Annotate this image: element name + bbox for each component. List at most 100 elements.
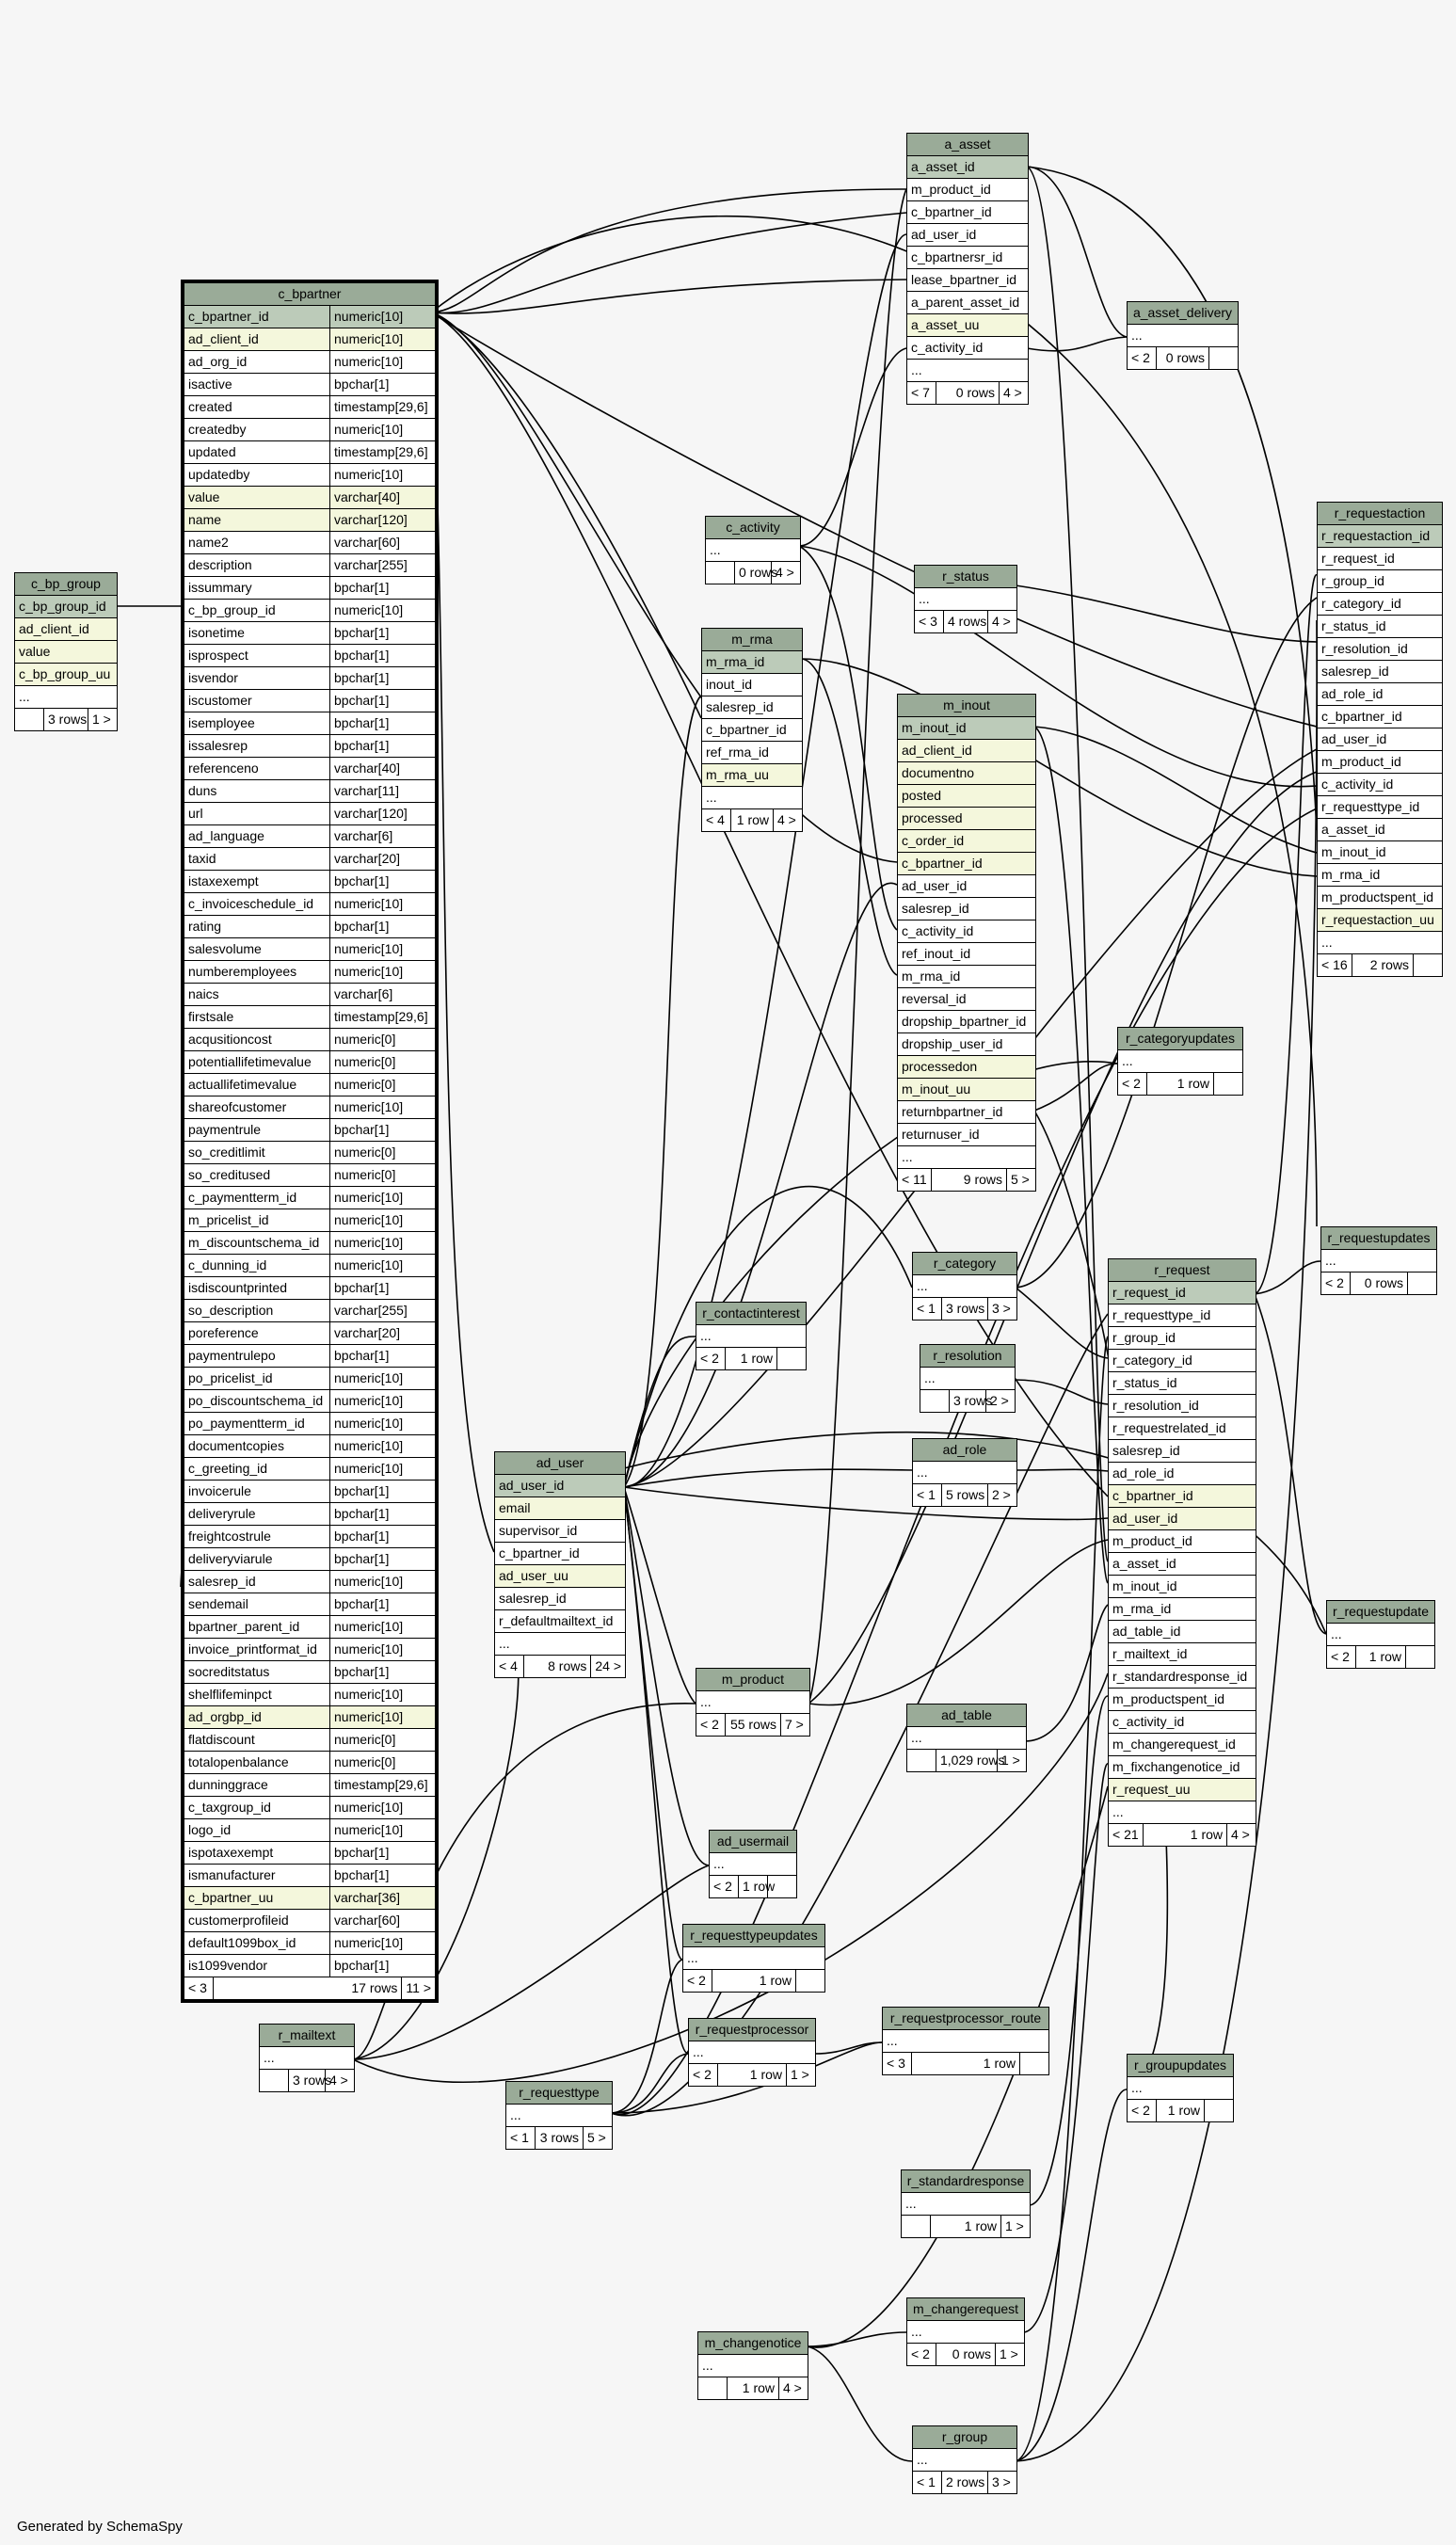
column-row[interactable]: ad_client_id (15, 618, 117, 641)
column-row[interactable]: ... (1318, 932, 1442, 954)
column-row[interactable]: a_asset_id (1109, 1553, 1256, 1576)
children-count[interactable]: 3 > (987, 2472, 1016, 2493)
column-row[interactable]: c_activity_id (898, 920, 1035, 943)
column-row[interactable]: value (15, 641, 117, 664)
column-row[interactable]: c_bpartner_id (702, 719, 802, 742)
column-row[interactable]: ... (898, 1146, 1035, 1169)
column-row[interactable]: c_bpartner_id (1318, 706, 1442, 728)
column-row[interactable]: ad_client_id (898, 740, 1035, 762)
column-row[interactable]: c_bpartner_id (1109, 1485, 1256, 1508)
column-row[interactable]: salesrep_id (702, 696, 802, 719)
children-count[interactable]: 4 > (999, 382, 1028, 404)
column-row[interactable]: c_activity_id (907, 337, 1028, 360)
column-row[interactable]: r_request_id (1109, 1282, 1256, 1305)
parents-count[interactable]: < 1 (917, 1487, 936, 1502)
column-row[interactable]: ... (683, 1947, 824, 1970)
row-count[interactable]: 55 rows (725, 1714, 780, 1736)
children-count[interactable]: 4 > (325, 2070, 354, 2091)
row-count[interactable]: 1 row (1142, 1824, 1226, 1846)
parents-count[interactable]: < 2 (1131, 350, 1150, 365)
row-count[interactable]: 2 rows (941, 2472, 987, 2493)
children-count[interactable]: 1 > (1000, 2216, 1030, 2237)
column-row[interactable]: m_product_id (1109, 1530, 1256, 1553)
column-row[interactable]: ... (1128, 325, 1238, 347)
parents-count[interactable]: < 21 (1112, 1827, 1139, 1842)
column-row[interactable]: ref_rma_id (702, 742, 802, 764)
children-count[interactable] (1407, 1272, 1436, 1294)
parents-count[interactable]: < 2 (687, 1973, 706, 1988)
column-row[interactable]: c_order_id (898, 830, 1035, 853)
column-row[interactable]: ... (696, 1691, 809, 1714)
column-row[interactable]: ref_inout_id (898, 943, 1035, 966)
children-count[interactable]: 4 > (778, 2377, 808, 2399)
children-count[interactable]: 1 > (997, 1750, 1026, 1771)
row-count[interactable]: 0 rows (936, 2344, 995, 2365)
column-row[interactable]: r_requestaction_id (1318, 525, 1442, 548)
column-row[interactable]: c_bp_group_uu (15, 664, 117, 686)
children-count[interactable]: 1 > (995, 2344, 1024, 2365)
row-count[interactable]: 3 rows (949, 1390, 992, 1412)
column-row[interactable]: ... (902, 2193, 1030, 2216)
column-row[interactable]: r_category_id (1109, 1350, 1256, 1372)
children-count[interactable] (776, 1348, 806, 1369)
children-count[interactable]: 2 > (985, 1390, 1015, 1412)
parents-count[interactable]: < 2 (1331, 1649, 1350, 1664)
row-count[interactable]: 0 rows (734, 562, 777, 584)
column-row[interactable]: ... (1118, 1050, 1242, 1073)
column-row[interactable]: ... (495, 1633, 625, 1656)
parents-count[interactable]: < 2 (1325, 1275, 1344, 1290)
parents-count[interactable]: < 3 (188, 1980, 207, 1995)
column-row[interactable]: r_defaultmailtext_id (495, 1610, 625, 1633)
children-count[interactable]: 4 > (771, 562, 800, 584)
children-count[interactable] (767, 1876, 796, 1897)
parents-count[interactable]: < 2 (713, 1879, 732, 1894)
column-row[interactable]: reversal_id (898, 988, 1035, 1011)
column-row[interactable]: m_rma_id (898, 966, 1035, 988)
row-count[interactable]: 0 rows (1156, 347, 1208, 369)
parents-count[interactable]: < 16 (1321, 957, 1348, 972)
column-row[interactable]: ... (506, 2105, 612, 2127)
row-count[interactable]: 1 row (730, 809, 773, 831)
row-count[interactable]: 17 rows (213, 1977, 401, 1999)
parents-count[interactable] (907, 1750, 936, 1771)
children-count[interactable]: 5 > (583, 2127, 612, 2149)
column-row[interactable]: ... (696, 1325, 806, 1348)
column-row[interactable]: m_rma_id (1109, 1598, 1256, 1621)
row-count[interactable]: 3 rows (535, 2127, 583, 2149)
column-row[interactable]: r_standardresponse_id (1109, 1666, 1256, 1689)
